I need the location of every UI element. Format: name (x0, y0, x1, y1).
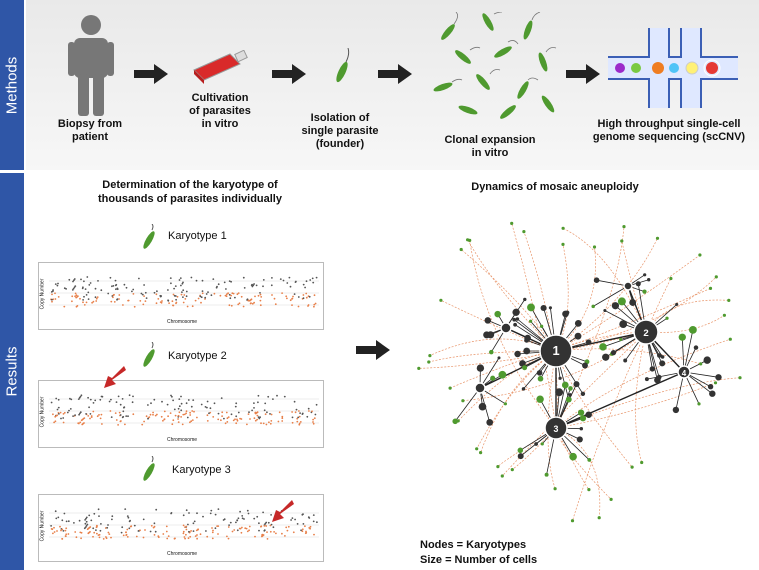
network-legend: Nodes = Karyotypes Size = Number of cell… (420, 538, 537, 568)
karyotype-3-plot: Chromosome Copy Number (38, 494, 324, 562)
results-label: Results (3, 346, 21, 397)
methods-label: Methods (3, 56, 21, 114)
hub-label: 3 (554, 424, 559, 434)
hub-label: 2 (643, 328, 648, 339)
red-arrow-icon (272, 500, 294, 522)
legend-nodes: Nodes = Karyotypes (420, 539, 527, 551)
y-axis-label: Copy Number (39, 510, 46, 542)
y-axis-label: Copy Number (39, 396, 46, 428)
patient-icon (68, 15, 114, 116)
arrow-right-icon (272, 64, 306, 84)
methods-section-band: Methods (0, 0, 24, 170)
parasite-icon (143, 342, 155, 367)
parasite-icon (143, 456, 155, 481)
red-arrow-icon (104, 366, 126, 388)
karyotype-1-title: Karyotype 1 (168, 230, 227, 242)
copy-number-plot (49, 508, 319, 540)
mosaic-aneuploidy-heading: Dynamics of mosaic aneuploidy (471, 181, 639, 193)
x-axis-label: Chromosome (167, 437, 198, 443)
karyotype-network: 1 2 3 4 (417, 221, 742, 523)
x-axis-label: Chromosome (167, 551, 198, 557)
arrow-right-icon (134, 64, 168, 84)
karyotype-1-plot: Chromosome Copy Number (38, 262, 324, 330)
copy-number-plot (49, 394, 319, 426)
parasite-icon (143, 224, 155, 249)
arrow-right-icon (356, 340, 390, 360)
arrow-right-icon (566, 64, 600, 84)
karyotype-2-plot: Chromosome Copy Number (38, 380, 324, 448)
legend-size: Size = Number of cells (420, 554, 538, 566)
x-axis-label: Chromosome (167, 319, 198, 325)
single-parasite-icon (336, 48, 350, 83)
karyotype-3-title: Karyotype 3 (172, 464, 231, 476)
culture-flask-icon (193, 50, 248, 84)
results-section-band: Results (0, 173, 24, 570)
clonal-expansion-icon (433, 12, 557, 119)
hub-label: 1 (552, 343, 559, 358)
karyotype-2-title: Karyotype 2 (168, 350, 227, 362)
hub-label: 4 (682, 369, 687, 378)
microfluidic-chip-icon (608, 28, 738, 108)
copy-number-plot (49, 276, 319, 308)
y-axis-label: Copy Number (39, 278, 46, 310)
arrow-right-icon (378, 64, 412, 84)
methods-panel (26, 0, 759, 170)
